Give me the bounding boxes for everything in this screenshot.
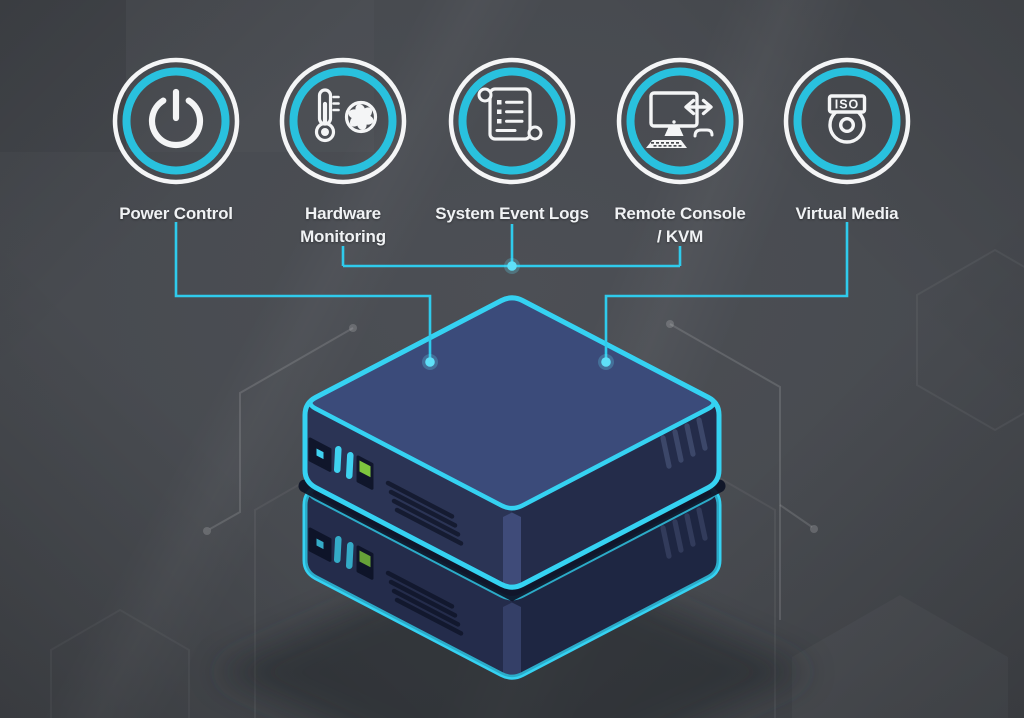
- server-gap-shadow: [298, 479, 726, 602]
- feature-label: Remote Console / KVM: [614, 204, 746, 246]
- feature-power-control: Power Control: [81, 56, 271, 225]
- feature-system-event-logs: System Event Logs: [417, 56, 607, 225]
- circuit-trace-dots: [203, 320, 818, 535]
- feature-virtual-media: ISO Virtual Media: [752, 56, 942, 225]
- iso-label: ISO: [835, 98, 860, 112]
- iso-disc-icon: ISO: [783, 57, 911, 185]
- feature-label: Hardware Monitoring: [300, 204, 386, 246]
- monitor-kvm-icon: [616, 57, 744, 185]
- feature-hardware-monitoring: Hardware Monitoring: [248, 56, 438, 248]
- circuit-traces: [209, 323, 813, 620]
- background-patch: [0, 0, 126, 152]
- feature-label: Virtual Media: [795, 204, 899, 223]
- thermometer-fan-icon: [279, 57, 407, 185]
- hexagon-decor: [50, 248, 1024, 718]
- feature-label: Power Control: [119, 204, 233, 223]
- power-icon: [112, 57, 240, 185]
- hexagon-decor-filled: [792, 595, 1008, 718]
- feature-label: System Event Logs: [435, 204, 589, 223]
- event-log-scroll-icon: [448, 57, 576, 185]
- connector-dots: [422, 258, 614, 370]
- feature-remote-console-kvm: Remote Console / KVM: [585, 56, 775, 248]
